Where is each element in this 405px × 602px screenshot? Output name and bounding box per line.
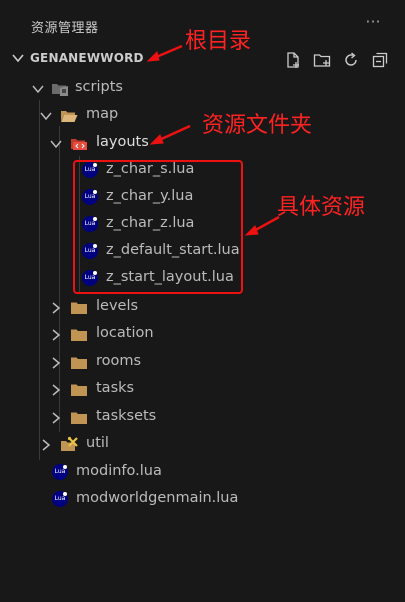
tree-item-label: z_start_layout.lua bbox=[106, 269, 234, 285]
tree-item-label: layouts bbox=[96, 134, 149, 150]
folder-icon bbox=[71, 302, 87, 314]
tree-item-file[interactable]: Lua z_default_start.lua bbox=[0, 239, 405, 265]
tree-item-file[interactable]: Lua modinfo.lua bbox=[0, 460, 405, 486]
chevron-down-icon bbox=[32, 85, 44, 94]
new-file-button[interactable] bbox=[282, 49, 304, 71]
tree-item-label: levels bbox=[96, 298, 139, 314]
lua-file-icon: Lua bbox=[52, 464, 70, 482]
tree-item-label: modworldgenmain.lua bbox=[76, 490, 239, 506]
collapse-all-button[interactable] bbox=[369, 49, 391, 71]
tree-item-file[interactable]: Lua z_char_s.lua bbox=[0, 158, 405, 184]
tree-item-label: z_char_z.lua bbox=[106, 215, 195, 231]
tree-item-label: scripts bbox=[75, 79, 123, 95]
script-folder-icon bbox=[52, 84, 68, 96]
tree-item-label: z_char_s.lua bbox=[106, 161, 195, 177]
chevron-down-icon bbox=[50, 140, 62, 149]
lua-file-icon: Lua bbox=[82, 243, 100, 261]
chevron-right-icon bbox=[52, 412, 61, 424]
tree-item-label: z_default_start.lua bbox=[106, 242, 240, 258]
tree-item-label: location bbox=[96, 325, 154, 341]
lua-file-icon: Lua bbox=[82, 216, 100, 234]
tools-folder-icon bbox=[61, 436, 78, 451]
collapse-all-icon bbox=[372, 52, 388, 68]
folder-icon bbox=[71, 329, 87, 341]
lua-file-icon: Lua bbox=[52, 491, 70, 509]
tree-item-file[interactable]: Lua z_start_layout.lua bbox=[0, 266, 405, 292]
tree-item-folder[interactable]: rooms bbox=[0, 350, 405, 376]
tree-item-layouts[interactable]: layouts bbox=[0, 131, 405, 157]
tree-item-file[interactable]: Lua z_char_z.lua bbox=[0, 212, 405, 238]
lua-file-icon: Lua bbox=[82, 189, 100, 207]
new-folder-button[interactable] bbox=[311, 49, 333, 71]
chevron-right-icon bbox=[52, 357, 61, 369]
annotation-folder: 资源文件夹 bbox=[202, 113, 313, 138]
refresh-icon bbox=[345, 52, 357, 66]
new-file-icon bbox=[287, 52, 299, 68]
lua-file-icon: Lua bbox=[82, 270, 100, 288]
annotation-resources: 具体资源 bbox=[277, 195, 366, 220]
tree-item-label: map bbox=[86, 106, 119, 122]
arrow-to-resources bbox=[244, 215, 280, 236]
chevron-right-icon bbox=[42, 439, 51, 451]
indent-guide bbox=[59, 126, 60, 432]
folder-icon bbox=[71, 384, 87, 396]
tree-item-scripts[interactable]: scripts bbox=[0, 76, 405, 102]
resources-highlight-box bbox=[73, 160, 243, 294]
tree-item-label: tasksets bbox=[96, 408, 157, 424]
more-actions-icon[interactable]: ··· bbox=[365, 12, 381, 31]
chevron-down-icon bbox=[40, 112, 52, 121]
chevron-right-icon bbox=[52, 384, 61, 396]
tree-item-label: util bbox=[86, 435, 109, 451]
indent-guide bbox=[79, 156, 80, 292]
annotation-root: 根目录 bbox=[185, 29, 252, 54]
tree-item-file[interactable]: Lua modworldgenmain.lua bbox=[0, 487, 405, 513]
tree-item-util[interactable]: util bbox=[0, 432, 405, 458]
tree-item-label: modinfo.lua bbox=[76, 463, 162, 479]
tree-item-folder[interactable]: tasksets bbox=[0, 405, 405, 431]
indent-guide bbox=[39, 100, 40, 460]
folder-icon bbox=[71, 412, 87, 424]
folder-open-icon bbox=[61, 111, 78, 122]
tree-item-label: tasks bbox=[96, 380, 135, 396]
tree-item-label: rooms bbox=[96, 353, 142, 369]
tree-item-file[interactable]: Lua z_char_y.lua bbox=[0, 185, 405, 211]
arrow-to-root bbox=[146, 44, 183, 62]
tree-item-folder[interactable]: location bbox=[0, 322, 405, 348]
refresh-button[interactable] bbox=[340, 49, 362, 71]
layout-folder-icon bbox=[71, 139, 87, 150]
new-folder-icon bbox=[313, 54, 331, 67]
workspace-section-header[interactable]: GENANEWWORD bbox=[0, 49, 405, 71]
tree-item-folder[interactable]: levels bbox=[0, 295, 405, 321]
workspace-name: GENANEWWORD bbox=[30, 51, 144, 65]
tree-item-label: z_char_y.lua bbox=[106, 188, 194, 204]
lua-file-icon: Lua bbox=[82, 162, 100, 180]
chevron-down-icon bbox=[12, 54, 24, 63]
tree-item-folder[interactable]: tasks bbox=[0, 377, 405, 403]
chevron-right-icon bbox=[52, 329, 61, 341]
tree-item-map[interactable]: map bbox=[0, 103, 405, 129]
folder-icon bbox=[71, 357, 87, 369]
arrow-to-folder bbox=[149, 124, 191, 145]
chevron-right-icon bbox=[52, 302, 61, 314]
explorer-title: 资源管理器 bbox=[31, 21, 99, 36]
